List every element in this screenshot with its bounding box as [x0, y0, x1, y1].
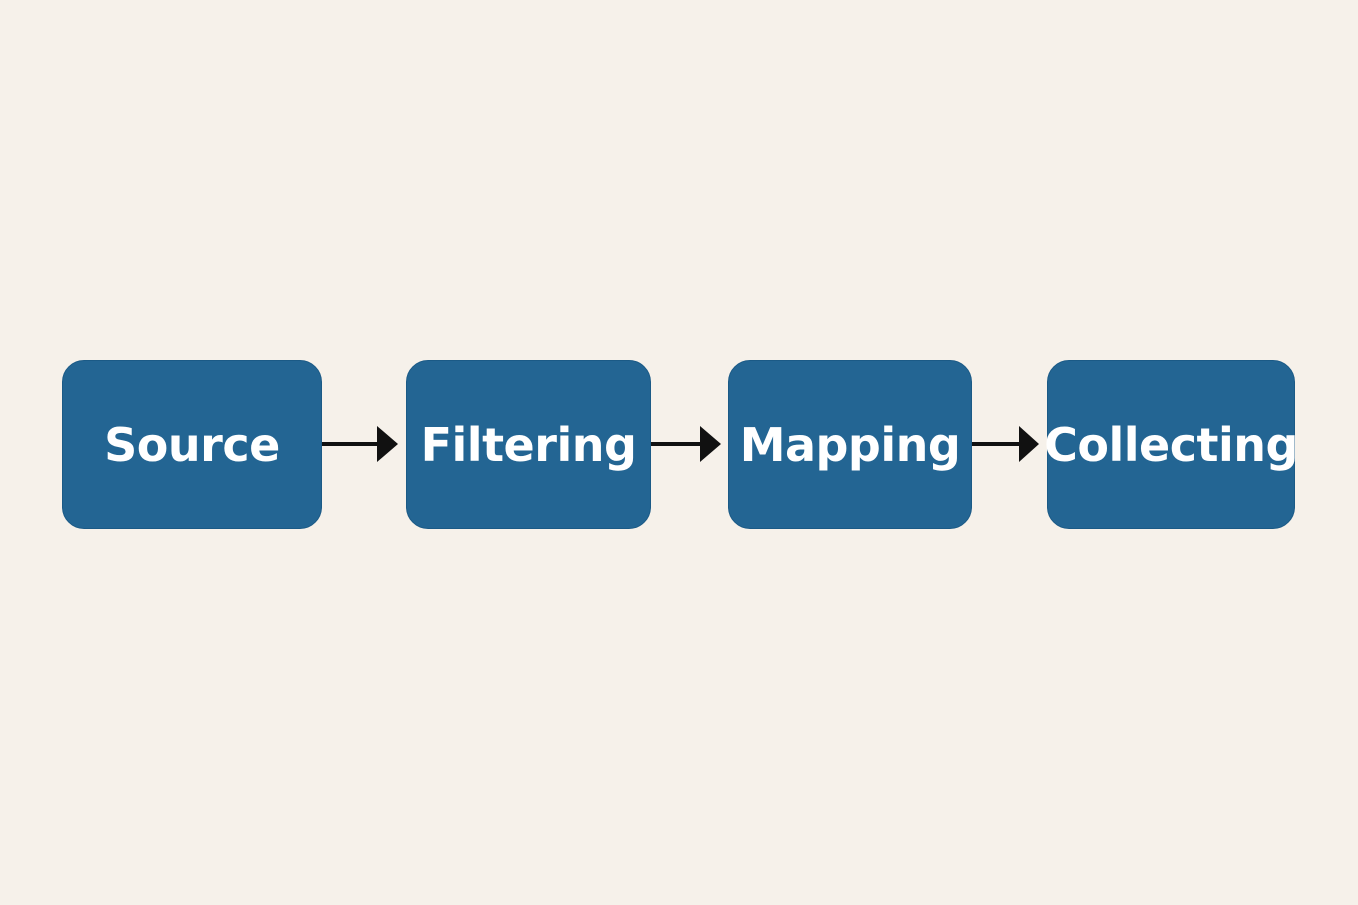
arrow-filtering-to-mapping [651, 426, 728, 462]
arrow-source-to-filtering [322, 426, 406, 462]
collecting-node: Collecting [1044, 360, 1298, 529]
source-label: Source [104, 417, 280, 472]
arrow-mapping-to-collecting [972, 426, 1047, 462]
source-node: Source [62, 360, 322, 529]
mapping-node: Mapping [728, 360, 972, 529]
collecting-label: Collecting [1044, 417, 1298, 472]
filtering-label: Filtering [420, 417, 637, 472]
filtering-node: Filtering [406, 360, 651, 529]
mapping-label: Mapping [739, 417, 961, 472]
